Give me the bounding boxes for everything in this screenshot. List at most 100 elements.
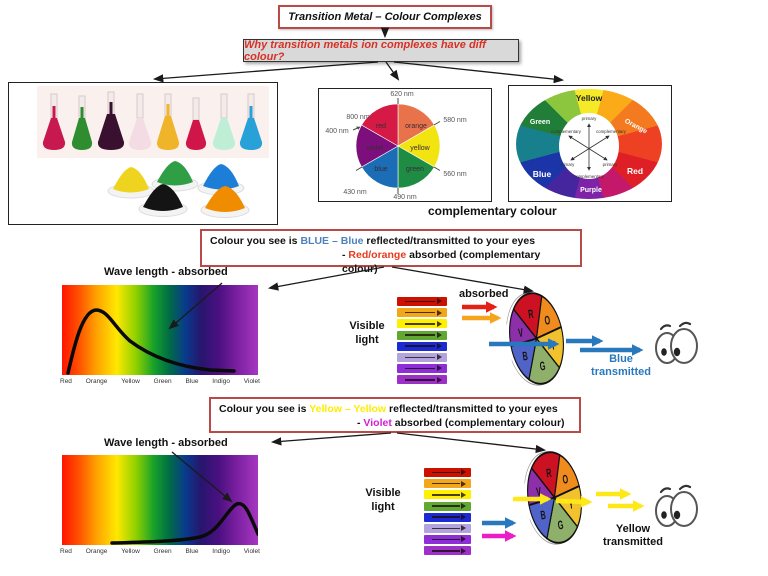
light-bar-green	[397, 330, 447, 340]
statement-blue-line1: Colour you see is BLUE – Blue reflected/…	[210, 234, 572, 248]
flask-1	[42, 93, 66, 150]
light-bar-purple	[397, 364, 447, 374]
yellow-transmitted-label: Yellow transmitted	[595, 523, 671, 549]
light-bar-lavender	[424, 523, 471, 533]
ring-label-blue: Blue	[533, 169, 552, 179]
pie2-letter-B: B	[540, 509, 547, 523]
eyes-icon-1	[655, 321, 698, 364]
arrow-stmt2-to-pie2	[396, 432, 547, 454]
arrow-question-to-wavelength-wheel	[385, 61, 400, 81]
ring-label-red: Red	[627, 166, 643, 176]
pie2-letter-O: O	[562, 473, 569, 487]
visible-light-bars-1	[397, 297, 447, 387]
yellow-transmitted-line1: Yellow	[615, 523, 651, 535]
wavelength-490: 490 nm	[393, 194, 417, 201]
pie2-wedge-G	[546, 496, 579, 544]
powder-orange	[200, 186, 250, 218]
inner-label-complementary-right: complementary	[596, 129, 627, 134]
statement-yellow-absorbed-word: Violet	[363, 417, 392, 430]
pie1-wedge-G	[528, 337, 561, 385]
wheel-label-blue: blue	[374, 166, 387, 173]
eyes-icon-2	[655, 484, 698, 527]
flask-3	[97, 91, 125, 150]
statement-yellow-line2: - Violet absorbed (complementary colour)	[357, 416, 571, 430]
light-bar-blue	[397, 341, 447, 351]
pie2-letter-Y: Y	[568, 498, 575, 512]
pie1-letter-O: O	[544, 314, 551, 328]
flask-6	[185, 97, 207, 150]
flask-8	[239, 93, 263, 150]
flask-5	[156, 93, 180, 150]
statement-yellow-tail: reflected/transmitted to your eyes	[386, 403, 558, 415]
wedge-orange	[397, 103, 435, 147]
absorption-spectrum-2	[62, 455, 260, 545]
inner-label-primary-lower-left: primary	[560, 162, 575, 167]
pie-wheel-1: R O Y G B V	[505, 292, 565, 386]
axis-violet: Violet	[243, 548, 260, 555]
absorbed-label: absorbed	[459, 288, 509, 300]
wedge-blue	[361, 145, 399, 189]
statement-blue-word2: Blue	[340, 235, 364, 247]
question-box: Why transition metals ion complexes have…	[243, 39, 519, 63]
arrow-question-to-photo	[152, 61, 379, 83]
axis-green: Green	[153, 378, 172, 385]
axis-orange: Orange	[85, 548, 108, 555]
flask-2	[71, 95, 93, 150]
wheel-label-red: red	[376, 123, 386, 130]
light-bar-violet	[424, 546, 471, 556]
light-bar-yellow	[397, 319, 447, 329]
statement-yellow-line2-dash: -	[357, 417, 364, 430]
wedge-red	[361, 103, 399, 147]
axis-blue: Blue	[185, 378, 199, 385]
wheel-label-green: green	[406, 166, 424, 173]
light-bar-purple	[424, 535, 471, 545]
light-bar-red	[424, 468, 471, 477]
wavelength-580: 580 nm	[443, 117, 467, 124]
wedge-yellow	[397, 124, 441, 168]
axis-yellow: Yellow	[121, 378, 140, 385]
axis-red: Red	[60, 378, 72, 385]
axis-yellow: Yellow	[121, 548, 140, 555]
statement-blue-dash: –	[329, 235, 341, 247]
light-bar-orange	[397, 308, 447, 318]
statement-yellow-word2: Yellow	[353, 403, 387, 415]
light-bar-red	[397, 297, 447, 306]
ring-label-yellow: Yellow	[576, 93, 603, 103]
statement-yellow-dash: –	[341, 403, 354, 415]
wavelength-620: 620 nm	[390, 91, 414, 98]
wavelength-wheel-svg: red orange yellow green blue violet 620 …	[325, 91, 467, 201]
axis-violet: Violet	[243, 378, 260, 385]
pie1-letter-G: G	[539, 360, 546, 374]
wavelength-800: 800 nm	[346, 114, 370, 121]
ring-label-green: Green	[530, 119, 550, 126]
axis-blue: Blue	[185, 548, 199, 555]
absorption-curve-2	[110, 501, 260, 545]
wedge-violet	[355, 124, 399, 168]
tick-arrowhead	[356, 126, 360, 130]
powders-image	[107, 161, 250, 218]
wavelength-absorbed-label-2: Wave length - absorbed	[104, 437, 228, 449]
statement-yellow-lead: Colour you see is	[219, 403, 310, 415]
statement-yellow-box: Colour you see is Yellow – Yellow reflec…	[209, 397, 581, 433]
blue-transmitted-label: Blue transmitted	[583, 353, 659, 379]
pie2-letter-G: G	[557, 519, 564, 533]
light-bar-lavender	[397, 352, 447, 362]
blue-transmitted-line2: transmitted	[591, 366, 651, 379]
wavelength-400: 400 nm	[325, 128, 349, 135]
colour-solutions-photo	[8, 82, 278, 225]
ring-label-orange: Orange	[623, 118, 648, 136]
absorption-curve-1	[66, 308, 236, 375]
inner-label-complementary-bottom: complementary	[574, 174, 605, 179]
visible-light-bars-2	[424, 468, 471, 558]
axis-indigo: Indigo	[212, 548, 230, 555]
light-bar-orange	[424, 479, 471, 489]
visible-light-label-2: Visible light	[365, 487, 401, 513]
yellow-transmitted-line2: transmitted	[603, 536, 663, 549]
statement-blue-tail: reflected/transmitted to your eyes	[363, 235, 536, 247]
statement-blue-lead: Colour you see is	[210, 235, 301, 247]
powder-yellow	[107, 167, 155, 199]
inner-label-primary-top: primary	[582, 116, 597, 121]
pie1-letter-V: V	[518, 327, 525, 341]
inner-label-complementary-left: complementary	[551, 129, 582, 134]
